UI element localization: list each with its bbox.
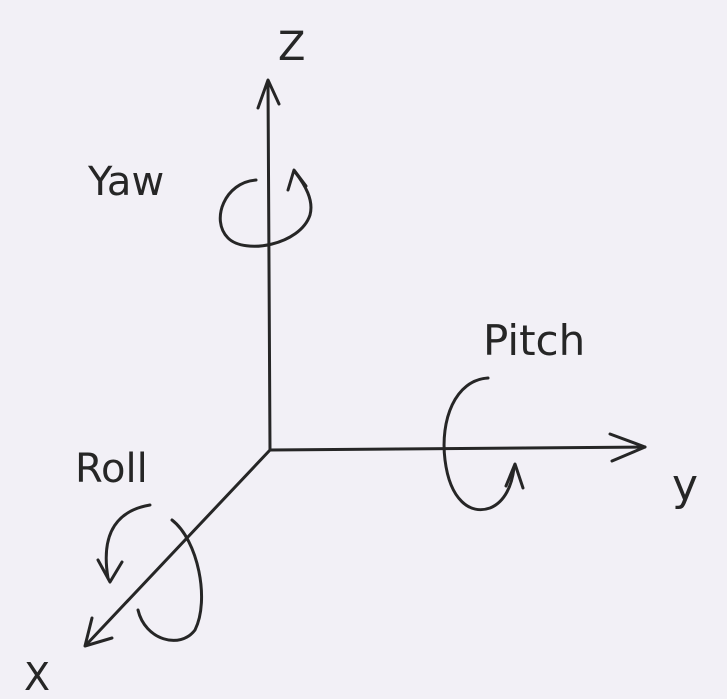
yaw-label: Yaw — [87, 159, 164, 205]
y-axis — [268, 432, 647, 463]
z-arrowhead-icon — [256, 78, 281, 110]
x-arrowhead-icon — [83, 616, 114, 648]
pitch-label: Pitch — [483, 316, 585, 365]
x-axis-label: X — [24, 655, 50, 699]
x-axis — [83, 448, 272, 648]
pitch-rotation-arrow-icon — [442, 376, 525, 512]
y-axis-label: y — [672, 460, 698, 511]
z-axis — [256, 78, 281, 452]
y-arrowhead-icon — [608, 432, 647, 463]
yaw-rotation-arrow-icon — [218, 168, 313, 248]
z-axis-label: Z — [278, 24, 305, 70]
roll-label: Roll — [75, 446, 148, 492]
roll-rotation-arrow-icon — [96, 503, 203, 642]
